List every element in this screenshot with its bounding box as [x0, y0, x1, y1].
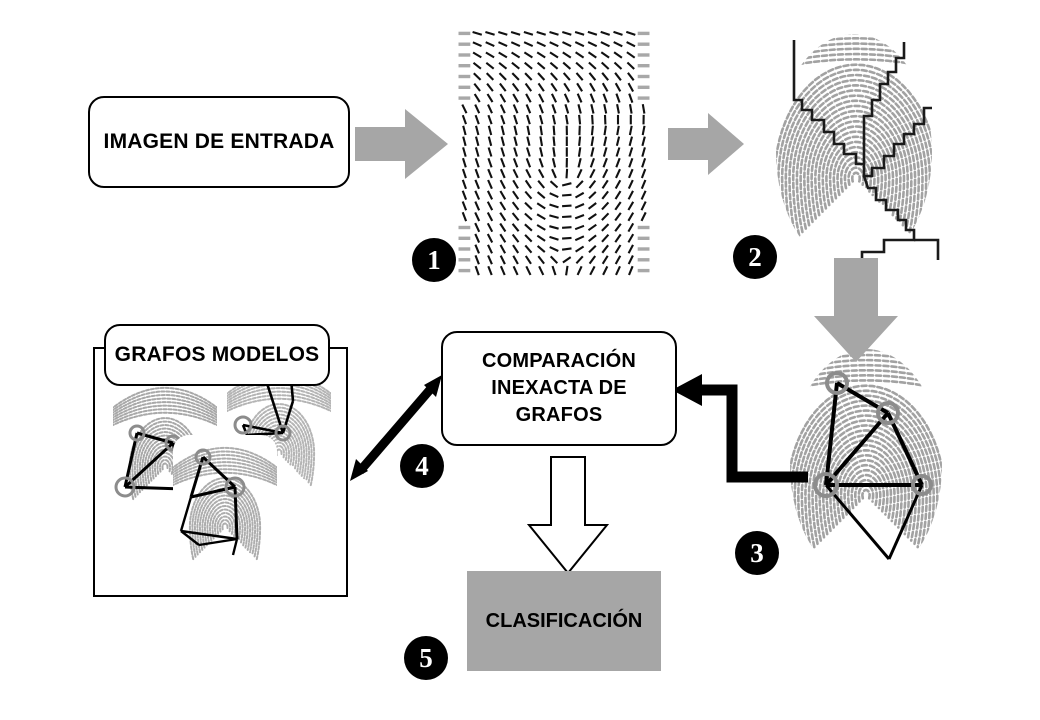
arrow-models-to-comparison	[338, 363, 456, 491]
arrow-input-to-orientation	[355, 105, 450, 183]
input-image-box[interactable]: IMAGEN DE ENTRADA	[88, 96, 350, 188]
comparison-label-line3: GRAFOS	[515, 404, 603, 426]
segmentation-boundary-lower	[846, 175, 916, 276]
arrow-segmentation-to-graph	[812, 258, 900, 364]
comparison-label-line1: COMPARACIÓN	[481, 350, 637, 372]
model-graph-b-nodes	[233, 415, 292, 442]
input-image-label: IMAGEN DE ENTRADA	[103, 129, 335, 153]
graph-fingerprint-image	[782, 345, 960, 585]
step-badge-1-number: 1	[427, 244, 441, 275]
classification-label: CLASIFICACIÓN	[485, 609, 643, 632]
comparison-box[interactable]: COMPARACIÓN INEXACTA DE GRAFOS	[441, 331, 677, 446]
step-badge-2-number: 2	[748, 241, 762, 272]
arrow-graph-to-comparison	[672, 360, 808, 488]
step-badge-3: 3	[735, 531, 779, 575]
orientation-field-image	[458, 28, 650, 276]
model-graph-c-nodes	[194, 448, 246, 498]
model-graphs-box[interactable]: GRAFOS MODELOS	[104, 324, 330, 386]
arrow-comparison-to-classification	[525, 455, 611, 577]
step-badge-2: 2	[733, 235, 777, 279]
segmentation-boundary-tail	[914, 238, 940, 260]
step-badge-5-number: 5	[419, 642, 433, 673]
arrow-orientation-to-segmentation	[668, 110, 746, 178]
model-graphs-label: GRAFOS MODELOS	[114, 342, 320, 366]
comparison-label-line2: INEXACTA DE	[491, 377, 627, 399]
segmentation-boundary-upper	[792, 40, 906, 166]
classification-box[interactable]: CLASIFICACIÓN	[467, 571, 661, 671]
step-badge-4: 4	[400, 444, 444, 488]
segmentation-boundary-right	[862, 106, 932, 178]
step-badge-4-number: 4	[415, 450, 429, 481]
segmented-fingerprint-image	[768, 28, 954, 276]
step-badge-3-number: 3	[750, 537, 764, 568]
model-graph-a-nodes	[114, 424, 182, 498]
step-badge-1: 1	[412, 238, 456, 282]
fingerprint-graph-nodes	[813, 371, 933, 498]
step-badge-5: 5	[404, 636, 448, 680]
